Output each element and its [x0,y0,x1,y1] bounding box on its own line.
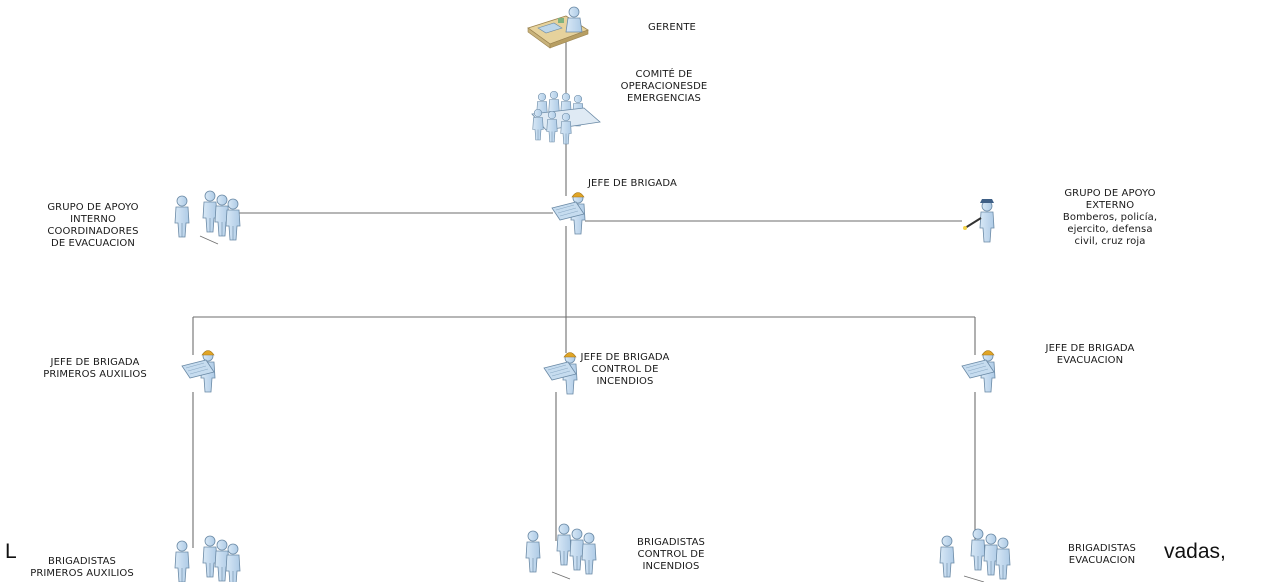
connector-lines [192,42,976,548]
label-jefe-evacuacion: JEFE DE BRIGADA EVACUACION [1045,343,1135,366]
evacuation-brigade-icon [939,528,1011,582]
label-comite: COMITÉ DE OPERACIONESDE EMERGENCIAS [620,69,708,104]
label-brig-control-incendios: BRIGADISTAS CONTROL DE INCENDIOS [637,537,705,572]
label-brig-evacuacion: BRIGADISTAS EVACUACION [1068,543,1136,566]
evacuation-chief-icon [961,350,996,393]
label-jefe-control-incendios: JEFE DE BRIGADA CONTROL DE INCENDIOS [580,352,670,387]
label-jefe-primeros-auxilios: JEFE DE BRIGADA PRIMEROS AUXILIOS [43,357,147,380]
label-gerente: GERENTE [648,22,696,33]
internal-support-group-icon [174,190,241,245]
label-grupo-externo: GRUPO DE APOYO EXTERNO Bomberos, policía… [1062,188,1158,247]
first-aid-chief-icon [181,350,216,393]
manager-desk-icon [527,6,589,49]
fire-control-brigade-icon [525,523,597,580]
fire-control-chief-icon [543,352,578,395]
brigade-chief-icon [551,192,586,235]
label-jefe-brigada: JEFE DE BRIGADA [588,178,677,189]
label-grupo-interno: GRUPO DE APOYO INTERNO COORDINADORES DE … [47,202,139,249]
committee-meeting-icon [531,90,601,145]
first-aid-brigade-icon [174,535,241,582]
body-text-left-fragment: L [5,540,17,563]
external-support-officer-icon [963,199,995,243]
body-text-right-fragment: vadas, [1164,540,1226,563]
label-brig-primeros-auxilios: BRIGADISTAS PRIMEROS AUXILIOS [30,556,134,579]
